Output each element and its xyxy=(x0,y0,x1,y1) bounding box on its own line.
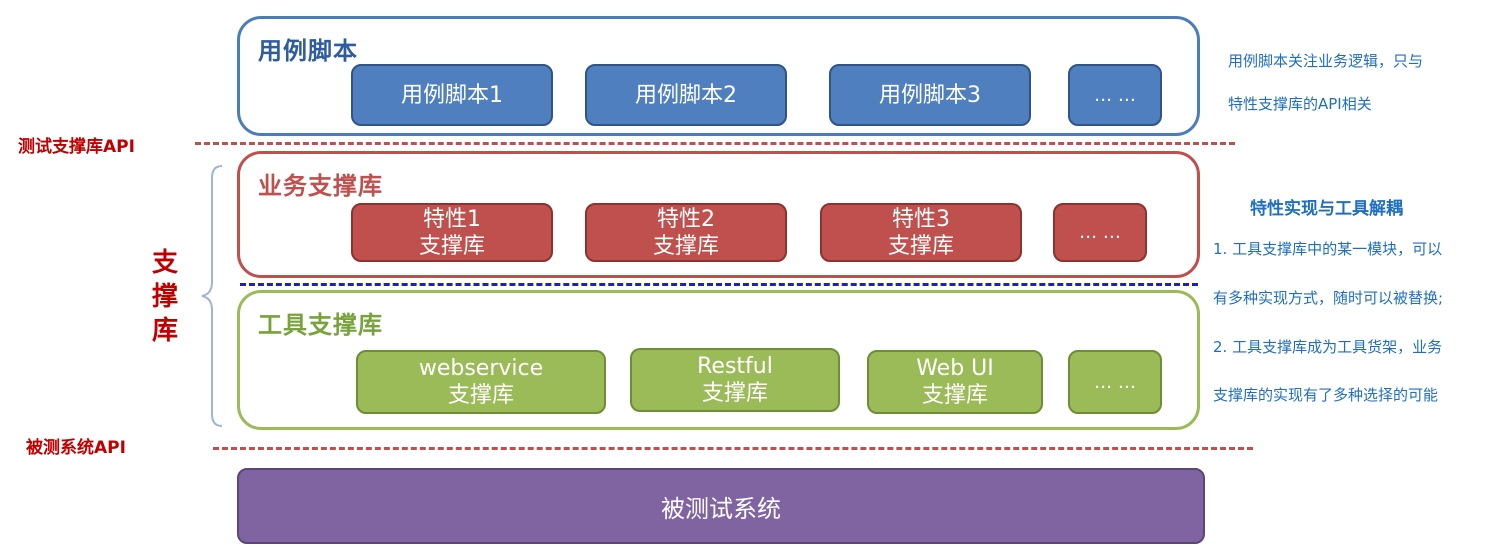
support-group-char-3: 库 xyxy=(151,316,178,346)
system-under-test-label: 被测试系统 xyxy=(661,494,781,523)
support-group-char-2: 撑 xyxy=(151,282,178,312)
support-group-char-1: 支 xyxy=(151,248,178,278)
script-note-line-2: 特性支撑库的API相关 xyxy=(1228,95,1372,113)
script-box-3-label: 用例脚本3 xyxy=(879,82,981,108)
test-api-label: 测试支撑库API xyxy=(18,137,135,157)
tools-box-2: Restful 支撑库 xyxy=(630,348,840,412)
feature-tool-boundary-line xyxy=(240,283,1198,286)
tools-box-2-line-2: 支撑库 xyxy=(701,381,768,406)
script-box-2-label: 用例脚本2 xyxy=(635,82,737,108)
script-box-2: 用例脚本2 xyxy=(585,64,787,126)
support-group-brace xyxy=(201,165,223,427)
decouple-note-title: 特性实现与工具解耦 xyxy=(1250,199,1403,219)
tools-box-more-label: … … xyxy=(1094,371,1136,393)
business-box-3-line-1: 特性3 xyxy=(892,206,950,232)
tools-box-3: Web UI 支撑库 xyxy=(867,350,1043,414)
business-layer-title: 业务支撑库 xyxy=(258,172,383,200)
system-api-line xyxy=(213,447,1253,450)
business-box-2-line-2: 支撑库 xyxy=(652,233,719,259)
business-box-more-label: … … xyxy=(1079,222,1121,243)
tools-box-more: … … xyxy=(1068,350,1162,414)
script-box-1: 用例脚本1 xyxy=(351,64,553,126)
decouple-note-line-2: 有多种实现方式，随时可以被替换; xyxy=(1213,289,1444,307)
tools-box-1: webservice 支撑库 xyxy=(356,350,606,414)
decouple-note-line-1: 1. 工具支撑库中的某一模块，可以 xyxy=(1213,240,1443,258)
business-box-2: 特性2 支撑库 xyxy=(585,203,787,262)
business-box-3: 特性3 支撑库 xyxy=(820,203,1022,262)
script-layer-title: 用例脚本 xyxy=(258,37,358,65)
test-api-line xyxy=(195,142,1235,145)
business-box-1: 特性1 支撑库 xyxy=(351,203,553,262)
support-group-label: 支 撑 库 xyxy=(150,246,180,348)
script-box-3: 用例脚本3 xyxy=(829,64,1031,126)
tools-layer-title: 工具支撑库 xyxy=(258,311,383,339)
tools-box-3-line-1: Web UI xyxy=(916,356,994,381)
decouple-note-line-4: 支撑库的实现有了多种选择的可能 xyxy=(1213,386,1439,404)
decouple-note-line-3: 2. 工具支撑库成为工具货架，业务 xyxy=(1213,338,1443,356)
script-box-more-label: … … xyxy=(1094,84,1136,106)
system-under-test-box: 被测试系统 xyxy=(237,468,1205,544)
business-box-2-line-1: 特性2 xyxy=(657,206,715,232)
script-box-more: … … xyxy=(1068,64,1162,126)
tools-box-3-line-2: 支撑库 xyxy=(921,383,988,408)
tools-box-1-line-1: webservice xyxy=(418,356,544,381)
business-box-1-line-2: 支撑库 xyxy=(418,233,485,259)
system-api-label: 被测系统API xyxy=(26,438,126,458)
script-note-line-1: 用例脚本关注业务逻辑，只与 xyxy=(1228,52,1424,70)
tools-box-1-line-2: 支撑库 xyxy=(447,383,514,408)
tools-box-2-line-1: Restful xyxy=(697,354,773,379)
script-box-1-label: 用例脚本1 xyxy=(401,82,503,108)
business-box-more: … … xyxy=(1053,203,1147,262)
business-box-3-line-2: 支撑库 xyxy=(887,233,954,259)
business-box-1-line-1: 特性1 xyxy=(423,206,481,232)
